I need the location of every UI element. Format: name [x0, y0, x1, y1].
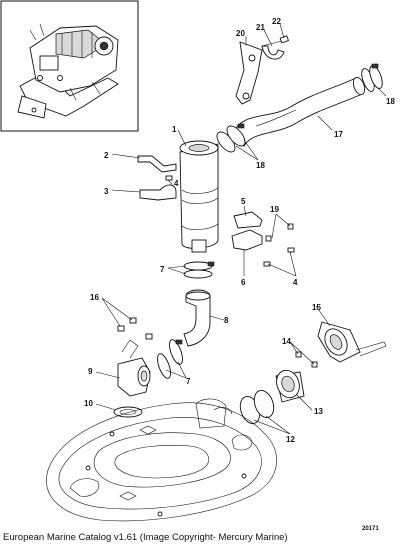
callout-13: 13 [314, 407, 323, 416]
thru-hull-fitting-part-15 [317, 321, 387, 363]
bracket-part-3 [139, 184, 177, 201]
muffler-part-1 [179, 140, 219, 253]
drawing-number: 20171 [362, 526, 379, 532]
bracket-part-20 [235, 41, 263, 105]
hull-deck-drawing [46, 398, 277, 522]
callout-2: 2 [104, 151, 109, 160]
screw-part-22 [279, 35, 290, 44]
hose-clamp-part-18-lower [216, 123, 246, 153]
gasket-part-12 [239, 390, 275, 424]
callout-18-lower: 18 [256, 161, 265, 170]
callout-labels: 1 2 3 4 5 6 4 7 8 9 10 7 12 13 14 15 16 … [84, 17, 395, 444]
exhaust-hose-part-17 [231, 76, 366, 147]
callout-14: 14 [282, 337, 291, 346]
callout-6: 6 [241, 278, 246, 287]
hose-clamp-part-18-upper [361, 63, 383, 92]
callout-21: 21 [256, 23, 265, 32]
callout-4-lower: 4 [293, 278, 298, 287]
callout-18-upper: 18 [386, 97, 395, 106]
elbow-hose-part-8 [183, 289, 211, 347]
hose-clamp-part-7-lower [157, 339, 183, 379]
callout-22: 22 [272, 17, 281, 26]
screw-part-19 [265, 223, 294, 242]
screw-part-4-upper [165, 175, 173, 181]
bracket-part-6 [231, 229, 263, 251]
callout-8: 8 [224, 316, 229, 325]
callout-1: 1 [172, 125, 177, 134]
bracket-part-2 [137, 155, 177, 173]
callout-10: 10 [84, 399, 93, 408]
engine-thumbnail-drawing [17, 23, 119, 119]
screw-part-14 [295, 351, 318, 368]
callout-4-upper: 4 [174, 179, 179, 188]
callout-19: 19 [270, 205, 279, 214]
screw-part-4-lower [263, 247, 295, 267]
bracket-part-5 [233, 211, 263, 229]
hose-clamp-part-7-upper [183, 261, 215, 279]
callout-16: 16 [90, 293, 99, 302]
callout-7-lower: 7 [186, 377, 191, 386]
callout-leader-lines [95, 23, 387, 435]
callout-9: 9 [88, 367, 93, 376]
engine-thumbnail-inset [0, 0, 139, 132]
callout-20: 20 [236, 29, 245, 38]
callout-5: 5 [241, 197, 246, 206]
catalog-caption: European Marine Catalog v1.61 (Image Cop… [3, 532, 288, 543]
callout-3: 3 [104, 187, 109, 196]
callout-7-upper: 7 [160, 265, 165, 274]
exhaust-outlet-part-13 [275, 369, 305, 403]
screw-part-16 [117, 317, 153, 340]
callout-15: 15 [312, 303, 321, 312]
callout-17: 17 [334, 130, 343, 139]
callout-12: 12 [286, 435, 295, 444]
exhaust-elbow-part-9 [117, 339, 151, 397]
